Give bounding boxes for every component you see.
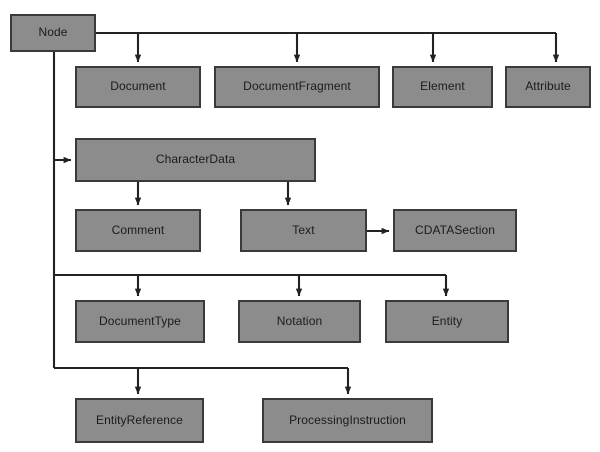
node-label: Notation [276,313,323,328]
node-label: Attribute [525,79,571,94]
node-label: Comment [111,222,165,237]
node-label: ProcessingInstruction [289,412,406,427]
node-label: CharacterData [155,152,236,167]
node-label: Element [420,79,465,94]
node-box-document-fragment[interactable]: DocumentFragment [214,66,380,108]
node-box-notation[interactable]: Notation [238,300,361,343]
node-label: DocumentType [99,313,181,328]
node-box-document-type[interactable]: DocumentType [75,300,205,343]
node-label: CDATASection [414,222,496,237]
node-box-character-data[interactable]: CharacterData [75,138,316,182]
node-box-comment[interactable]: Comment [75,209,201,252]
node-box-entity[interactable]: Entity [385,300,509,343]
node-label: DocumentFragment [243,79,351,94]
node-box-text[interactable]: Text [240,209,367,252]
node-label: Entity [431,313,463,328]
node-label: Text [292,222,315,237]
node-box-entity-reference[interactable]: EntityReference [75,398,204,443]
node-box-cdata-section[interactable]: CDATASection [393,209,517,252]
node-box-node[interactable]: Node [10,14,96,52]
node-box-processing-instruction[interactable]: ProcessingInstruction [262,398,433,443]
node-label: Node [38,25,68,40]
node-label: EntityReference [96,412,183,427]
node-label: Document [110,79,166,94]
node-box-attribute[interactable]: Attribute [505,66,591,108]
node-box-document[interactable]: Document [75,66,201,108]
node-box-element[interactable]: Element [392,66,493,108]
